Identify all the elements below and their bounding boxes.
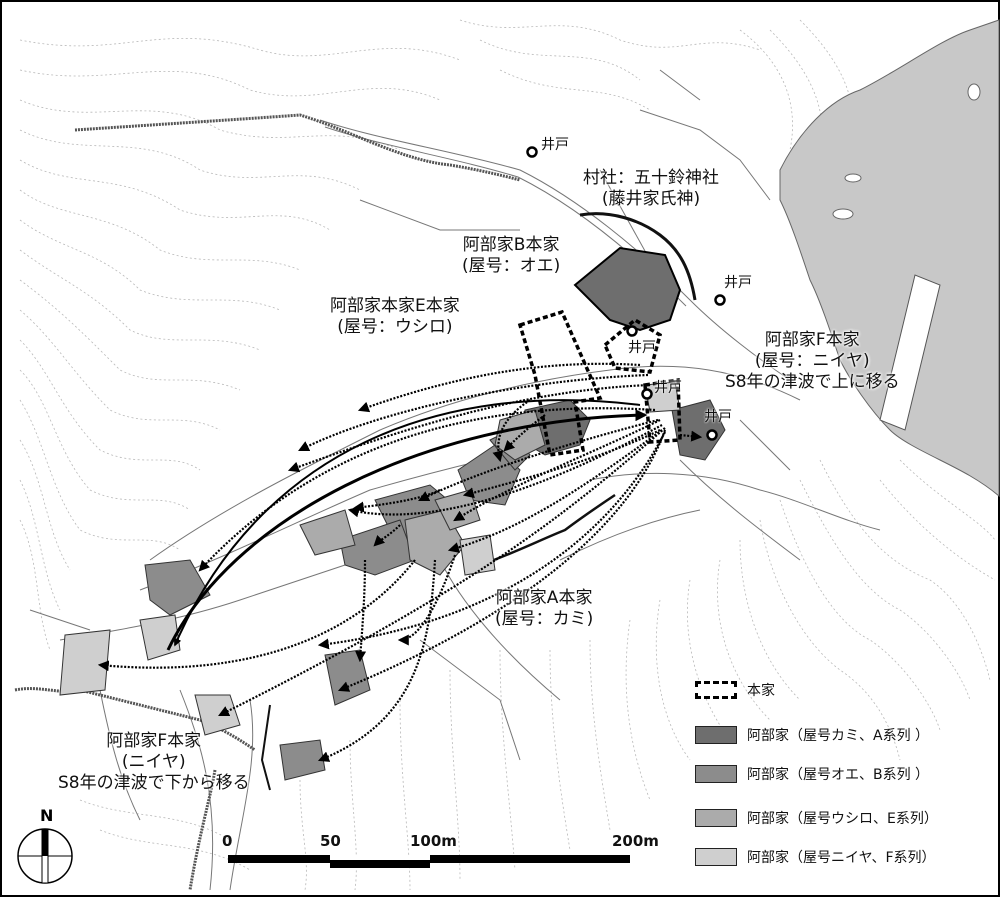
f-main-house-upper-label: 阿部家F本家 (屋号：ニイヤ) S8年の津波で上に移る [725,330,900,393]
shrine-label-line2: (藤井家氏神) [601,189,701,209]
legend-item-series-e: 阿部家（屋号ウシロ、E系列） [695,804,938,832]
series-a-swatch [695,726,737,744]
legend-label: 阿部家（屋号ニイヤ、F系列） [747,850,936,866]
legend-item-main-house: 本家 [695,676,775,704]
road-embankment [260,704,271,791]
dashed-outline-swatch [695,681,737,699]
islet [832,208,854,220]
scale-tick-100m: 100m [410,832,457,850]
sea-area [779,19,1000,498]
series-f-swatch [695,848,737,866]
f-main-lower-label-line3: S8年の津波で下から移る [58,773,250,793]
house-f [59,629,111,696]
a-main-house-label-line2: (屋号：カミ) [495,609,594,629]
legend-item-series-f: 阿部家（屋号ニイヤ、F系列） [695,843,936,871]
legend-item-series-a: 阿部家（屋号カミ、A系列 ） [695,721,929,749]
well-circle-icon [526,146,538,158]
well-circle-icon [626,325,638,337]
well-label: 井戸 [541,137,569,153]
stone-wall [188,769,217,891]
shrine-grounds [573,246,682,332]
well-markers [526,146,726,441]
islet [844,173,862,183]
well-circle-icon [641,388,653,400]
house-b [279,739,326,781]
legend-item-series-b: 阿部家（屋号オエ、B系列 ） [695,760,929,788]
scale-tick-200m: 200m [612,832,659,850]
north-label: N [40,806,54,825]
buildings [59,246,726,781]
well-circle-icon [714,294,726,306]
a-main-house-label: 阿部家A本家 (屋号：カミ) [495,588,593,630]
house-e [434,489,481,531]
road-embankment [479,493,616,567]
legend-label: 本家 [747,683,775,699]
legend-label: 阿部家（屋号カミ、A系列 ） [747,728,930,744]
stone-wall [74,113,521,182]
house-f [194,694,241,736]
f-main-house-lower-label: 阿部家F本家 (ニイヤ) S8年の津波で下から移る [58,731,250,794]
series-e-swatch [695,809,737,827]
f-main-lower-label-line2: (ニイヤ) [121,752,186,772]
f-main-lower-label-line1: 阿部家F本家 [106,731,202,751]
tsunami-relocation-arrow [173,399,641,647]
series-b-swatch [695,765,737,783]
well-label: 井戸 [628,340,656,356]
scale-bar [228,855,630,868]
islet [967,83,981,101]
house-f [459,534,496,576]
shrine-label-line1: 村社：五十鈴神社 [583,168,719,188]
tsunami-relocation-arrow [166,409,648,651]
pier [879,274,941,431]
e-main-house-label-line1: 阿部家本家E本家 [330,296,460,316]
scale-tick-0: 0 [222,832,233,850]
house-b [144,559,211,616]
well-label: 井戸 [704,409,732,425]
e-main-house-label: 阿部家本家E本家 (屋号：ウシロ) [330,296,460,338]
b-main-house-label-line2: (屋号：オエ) [462,256,561,276]
legend-label: 阿部家（屋号ウシロ、E系列） [747,811,938,827]
north-arrow-icon [17,828,73,884]
f-main-upper-label-line2: (屋号：ニイヤ) [754,351,870,371]
f-main-upper-label-line1: 阿部家F本家 [764,330,860,350]
house-b [324,649,371,706]
house-b [339,519,416,576]
well-circle-icon [706,429,718,441]
shrine-label: 村社：五十鈴神社 (藤井家氏神) [583,168,719,210]
b-main-house-label-line1: 阿部家B本家 [462,235,560,255]
well-label: 井戸 [654,380,682,396]
house-a [671,399,726,461]
b-main-house-label: 阿部家B本家 (屋号：オエ) [462,235,560,277]
e-main-house-label-line2: (屋号：ウシロ) [337,317,453,337]
legend-label: 阿部家（屋号オエ、B系列 ） [747,767,930,783]
a-main-house-label-line1: 阿部家A本家 [495,588,593,608]
stone-wall [14,687,256,752]
road-embankment [579,212,697,301]
scale-tick-50: 50 [320,832,341,850]
f-main-upper-label-line3: S8年の津波で上に移る [725,372,900,392]
well-label: 井戸 [724,275,752,291]
house-e [299,509,356,556]
